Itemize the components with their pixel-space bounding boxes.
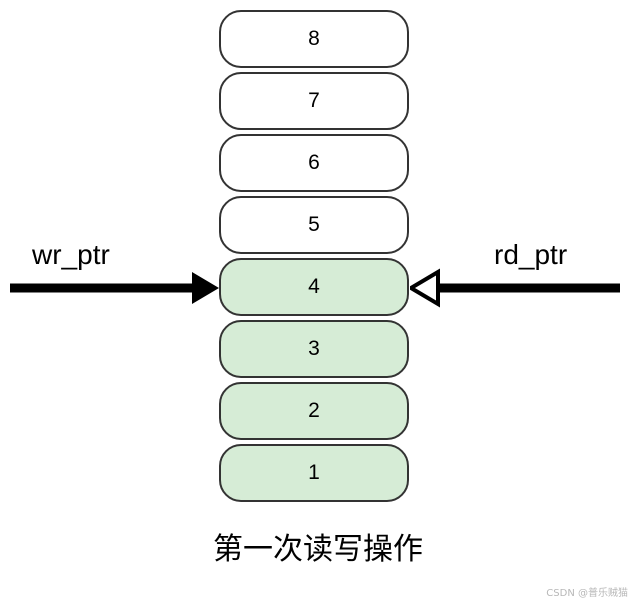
read-pointer-label: rd_ptr xyxy=(494,239,568,270)
fifo-cell-label: 6 xyxy=(308,151,320,174)
fifo-cell-label: 5 xyxy=(308,213,320,236)
fifo-cell-label: 3 xyxy=(308,337,320,360)
fifo-cell-3: 3 xyxy=(219,320,409,378)
write-pointer-arrow-icon xyxy=(10,272,219,304)
fifo-cell-label: 1 xyxy=(308,461,320,484)
fifo-cell-1: 1 xyxy=(219,444,409,502)
fifo-cell-label: 4 xyxy=(308,275,320,298)
fifo-cell-label: 7 xyxy=(308,89,320,112)
fifo-cell-2: 2 xyxy=(219,382,409,440)
fifo-cell-label: 8 xyxy=(308,27,320,50)
fifo-cell-6: 6 xyxy=(219,134,409,192)
fifo-cell-8: 8 xyxy=(219,10,409,68)
write-pointer-label: wr_ptr xyxy=(32,239,110,270)
fifo-cell-label: 2 xyxy=(308,399,320,422)
fifo-cell-5: 5 xyxy=(219,196,409,254)
read-pointer-arrow-icon xyxy=(410,268,620,308)
watermark-text: CSDN @普乐贼猫 xyxy=(546,588,628,599)
fifo-cell-4: 4 xyxy=(219,258,409,316)
fifo-cell-7: 7 xyxy=(219,72,409,130)
diagram-caption: 第一次读写操作 xyxy=(213,532,423,567)
